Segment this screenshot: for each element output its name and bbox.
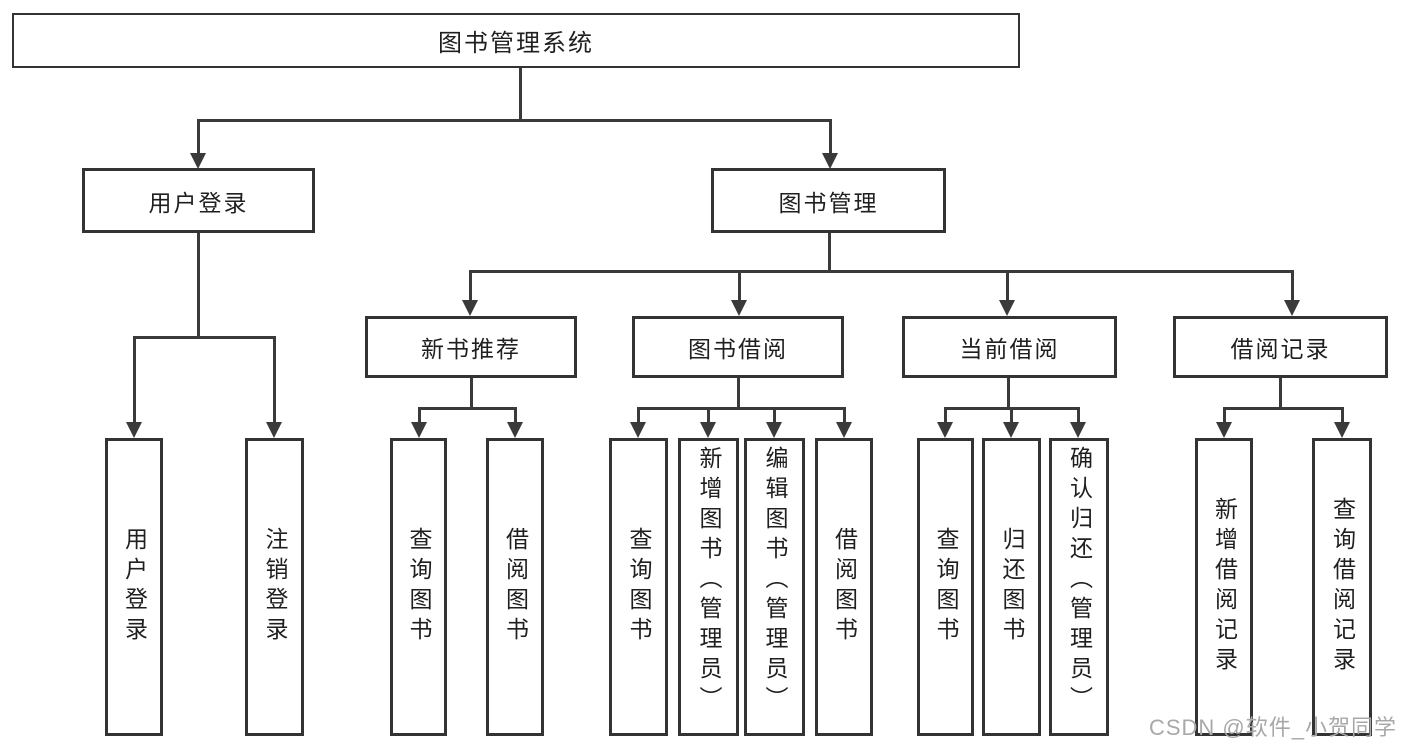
arrowhead-down bbox=[1003, 422, 1019, 438]
leaf-query-books-borrowing: 查询图书 bbox=[609, 438, 668, 736]
leaf-user-login-label: 用户登录 bbox=[121, 527, 148, 647]
connector-vline bbox=[1006, 270, 1009, 302]
leaf-borrow-books: 借阅图书 bbox=[815, 438, 873, 736]
csdn-watermark: CSDN @软件_小贺同学 bbox=[1148, 715, 1397, 740]
arrowhead-down bbox=[822, 153, 838, 169]
leaf-logout-label: 注销登录 bbox=[262, 527, 288, 647]
leaf-query-books-current: 查询图书 bbox=[917, 438, 974, 736]
arrowhead-down bbox=[1216, 422, 1232, 438]
connector-vline bbox=[773, 407, 776, 425]
leaf-confirm-return-admin: 确认归还（管理员） bbox=[1049, 438, 1109, 736]
connector-hline bbox=[1223, 407, 1343, 410]
node-user-login-label: 用户登录 bbox=[148, 189, 249, 216]
arrowhead-down bbox=[266, 422, 282, 438]
leaf-query-books-recommend: 查询图书 bbox=[390, 438, 447, 736]
node-new-book-recommend-label: 新书推荐 bbox=[421, 336, 521, 362]
connector-hline bbox=[197, 119, 832, 122]
arrowhead-down bbox=[1284, 300, 1300, 316]
leaf-query-books-recommend-label: 查询图书 bbox=[406, 527, 432, 647]
arrowhead-down bbox=[126, 422, 142, 438]
leaf-return-books: 归还图书 bbox=[982, 438, 1041, 736]
leaf-query-borrow-record: 查询借阅记录 bbox=[1312, 438, 1372, 736]
node-book-management-label: 图书管理 bbox=[778, 189, 879, 216]
arrowhead-down bbox=[507, 422, 523, 438]
node-borrowing-records: 借阅记录 bbox=[1173, 316, 1388, 378]
connector-vline bbox=[829, 119, 832, 157]
connector-vline bbox=[1077, 407, 1080, 425]
node-book-management: 图书管理 bbox=[711, 168, 946, 233]
arrowhead-down bbox=[190, 153, 206, 169]
connector-vline bbox=[1010, 407, 1013, 425]
arrowhead-down bbox=[731, 300, 747, 316]
arrowhead-down bbox=[411, 422, 427, 438]
connector-vline bbox=[737, 378, 740, 410]
leaf-borrow-books-recommend: 借阅图书 bbox=[486, 438, 544, 736]
node-book-borrowing: 图书借阅 bbox=[632, 316, 844, 378]
node-borrowing-records-label: 借阅记录 bbox=[1230, 336, 1331, 362]
arrowhead-down bbox=[836, 422, 852, 438]
leaf-query-books-borrowing-label: 查询图书 bbox=[626, 527, 652, 647]
node-current-borrowing-label: 当前借阅 bbox=[959, 336, 1060, 362]
connector-vline bbox=[637, 407, 640, 425]
connector-vline bbox=[418, 407, 421, 425]
arrowhead-down bbox=[1070, 422, 1086, 438]
leaf-add-books-admin: 新增图书（管理员） bbox=[678, 438, 739, 736]
node-root-label: 图书管理系统 bbox=[438, 30, 594, 57]
connector-vline bbox=[1007, 378, 1010, 410]
arrowhead-down bbox=[630, 422, 646, 438]
connector-vline bbox=[197, 119, 200, 157]
connector-hline bbox=[418, 407, 516, 410]
leaf-add-borrow-record: 新增借阅记录 bbox=[1195, 438, 1253, 736]
node-user-login: 用户登录 bbox=[82, 168, 315, 233]
connector-vline bbox=[828, 233, 831, 273]
node-current-borrowing: 当前借阅 bbox=[902, 316, 1117, 378]
connector-vline bbox=[944, 407, 947, 425]
connector-vline bbox=[133, 336, 136, 424]
arrowhead-down bbox=[937, 422, 953, 438]
arrowhead-down bbox=[462, 300, 478, 316]
connector-vline bbox=[843, 407, 846, 425]
connector-vline bbox=[1341, 407, 1344, 425]
leaf-user-login: 用户登录 bbox=[105, 438, 163, 736]
node-root: 图书管理系统 bbox=[12, 13, 1020, 68]
connector-vline bbox=[519, 68, 522, 121]
connector-vline bbox=[470, 378, 473, 410]
connector-vline bbox=[197, 233, 200, 339]
arrowhead-down bbox=[700, 422, 716, 438]
connector-vline bbox=[273, 336, 276, 424]
leaf-query-borrow-record-label: 查询借阅记录 bbox=[1329, 497, 1356, 677]
arrowhead-down bbox=[999, 300, 1015, 316]
leaf-borrow-books-label: 借阅图书 bbox=[831, 527, 858, 647]
leaf-edit-books-admin-label: 编辑图书（管理员） bbox=[762, 446, 788, 716]
connector-vline bbox=[1291, 270, 1294, 302]
connector-vline bbox=[514, 407, 517, 425]
connector-vline bbox=[738, 270, 741, 302]
leaf-borrow-books-recommend-label: 借阅图书 bbox=[502, 527, 529, 647]
leaf-add-borrow-record-label: 新增借阅记录 bbox=[1211, 497, 1238, 677]
leaf-return-books-label: 归还图书 bbox=[999, 527, 1025, 647]
connector-vline bbox=[1223, 407, 1226, 425]
connector-hline bbox=[133, 336, 276, 339]
leaf-add-books-admin-label: 新增图书（管理员） bbox=[696, 446, 722, 716]
leaf-query-books-current-label: 查询图书 bbox=[933, 527, 959, 647]
connector-hline bbox=[637, 407, 845, 410]
arrowhead-down bbox=[766, 422, 782, 438]
connector-vline bbox=[469, 270, 472, 302]
connector-hline bbox=[469, 270, 1294, 273]
leaf-logout: 注销登录 bbox=[245, 438, 304, 736]
connector-vline bbox=[707, 407, 710, 425]
arrowhead-down bbox=[1334, 422, 1350, 438]
leaf-edit-books-admin: 编辑图书（管理员） bbox=[744, 438, 805, 736]
leaf-confirm-return-admin-label: 确认归还（管理员） bbox=[1066, 446, 1093, 716]
node-book-borrowing-label: 图书借阅 bbox=[688, 336, 788, 362]
connector-vline bbox=[1279, 378, 1282, 410]
node-new-book-recommend: 新书推荐 bbox=[365, 316, 577, 378]
